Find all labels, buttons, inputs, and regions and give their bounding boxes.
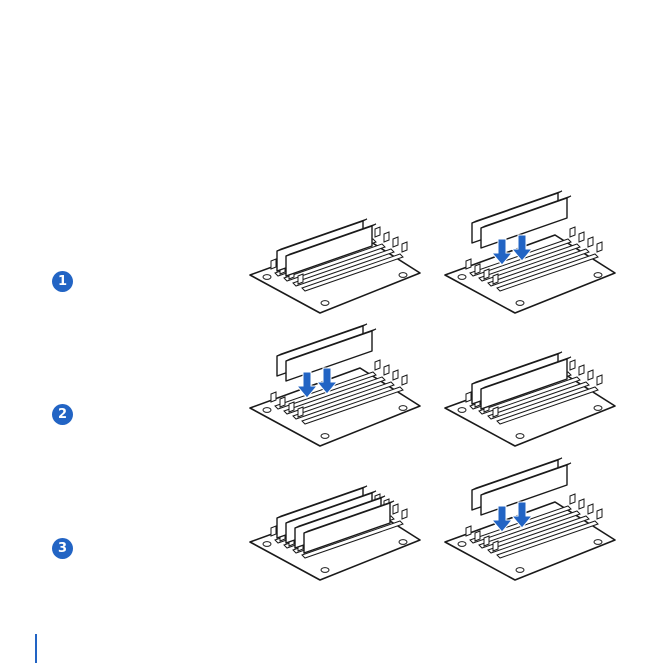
- slot-clip: [466, 259, 471, 269]
- slot-clip: [271, 526, 276, 536]
- slot-clip: [402, 509, 407, 519]
- step-number-1: 1: [52, 271, 73, 292]
- slot-clip: [484, 536, 489, 546]
- slot-clip: [597, 375, 602, 385]
- screw-hole: [594, 540, 602, 545]
- slot-clip: [402, 242, 407, 252]
- screw-hole: [321, 301, 329, 306]
- slot-clip: [289, 402, 294, 412]
- slot-clip: [271, 259, 276, 269]
- slot-clip: [579, 499, 584, 509]
- slot-clip: [579, 365, 584, 375]
- slot-clip: [597, 242, 602, 252]
- slot-clip: [588, 370, 593, 380]
- screw-hole: [516, 568, 524, 573]
- slot-clip: [384, 365, 389, 375]
- slot-clip: [484, 269, 489, 279]
- slot-clip: [597, 509, 602, 519]
- slot-clip: [493, 407, 498, 417]
- slot-clip: [570, 494, 575, 504]
- slot-clip: [493, 541, 498, 551]
- slot-clip: [579, 232, 584, 242]
- slot-clip: [493, 274, 498, 284]
- slot-clip: [466, 526, 471, 536]
- slot-clip: [475, 531, 480, 541]
- step-number-2: 2: [52, 404, 73, 425]
- slot-clip: [375, 227, 380, 237]
- slot-clip: [570, 360, 575, 370]
- slot-clip: [393, 370, 398, 380]
- screw-hole: [458, 408, 466, 413]
- screw-hole: [516, 301, 524, 306]
- step-1-before-illustration: [245, 195, 425, 325]
- screw-hole: [399, 406, 407, 411]
- screw-hole: [321, 434, 329, 439]
- slot-clip: [466, 392, 471, 402]
- slot-clip: [588, 504, 593, 514]
- screw-hole: [321, 568, 329, 573]
- step-1-after-illustration: [440, 195, 620, 325]
- screw-hole: [263, 542, 271, 547]
- step-number-3: 3: [52, 538, 73, 559]
- step-2-after-illustration: [440, 328, 620, 458]
- slot-clip: [384, 232, 389, 242]
- slot-clip: [393, 504, 398, 514]
- step-2-before-illustration: [245, 328, 425, 458]
- screw-hole: [458, 275, 466, 280]
- slot-clip: [375, 360, 380, 370]
- slot-clip: [588, 237, 593, 247]
- slot-clip: [298, 274, 303, 284]
- page-margin-rule: [35, 634, 37, 663]
- screw-hole: [399, 540, 407, 545]
- step-3-before-illustration: [245, 462, 425, 592]
- slot-clip: [475, 264, 480, 274]
- screw-hole: [458, 542, 466, 547]
- screw-hole: [263, 408, 271, 413]
- screw-hole: [399, 273, 407, 278]
- slot-clip: [298, 407, 303, 417]
- slot-clip: [393, 237, 398, 247]
- screw-hole: [594, 273, 602, 278]
- slot-clip: [402, 375, 407, 385]
- screw-hole: [594, 406, 602, 411]
- screw-hole: [516, 434, 524, 439]
- step-3-after-illustration: [440, 462, 620, 592]
- slot-clip: [271, 392, 276, 402]
- slot-clip: [570, 227, 575, 237]
- slot-clip: [280, 397, 285, 407]
- screw-hole: [263, 275, 271, 280]
